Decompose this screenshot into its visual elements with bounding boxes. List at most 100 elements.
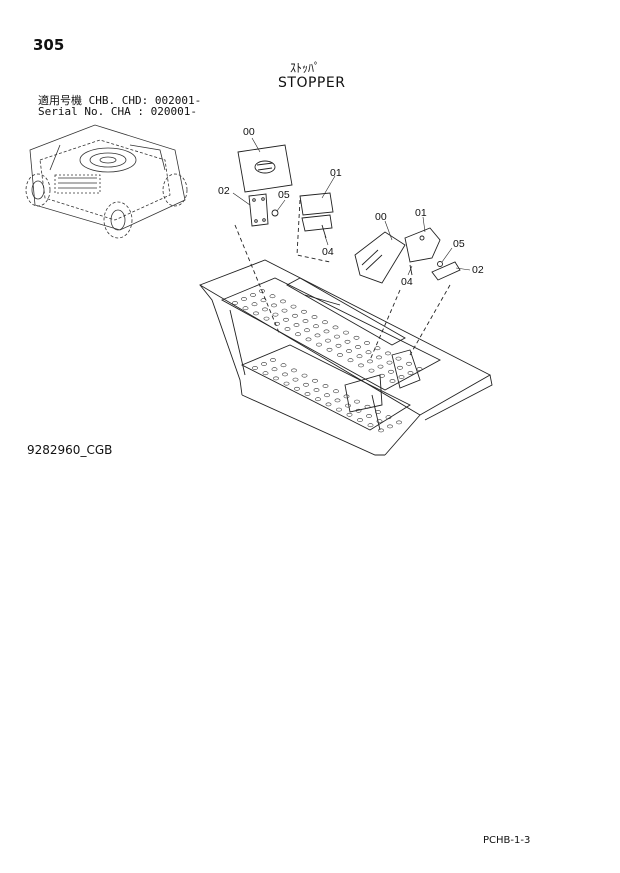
callout-right-00: 00 [375,211,387,223]
perforation-hole [315,397,321,402]
perforation-hole [386,360,393,365]
perforation-hole [280,299,286,304]
perforation-hole [280,363,287,368]
callout-left-04: 04 [322,246,334,258]
stopper-parts-left [234,144,334,336]
perforation-hole [344,339,351,344]
step-frame-assembly [198,259,493,456]
title-english: STOPPER [278,75,346,91]
perforation-hole [262,307,268,312]
perforation-hole [337,353,343,357]
perforation-hole [250,293,256,297]
perforation-hole [232,301,238,305]
perforation-hole [262,371,269,376]
perforation-hole [295,332,301,337]
perforation-hole [343,394,350,399]
perforation-hole [376,419,383,424]
perforation-hole [312,378,318,383]
perforation-hole [333,389,339,394]
leader-lines [232,137,471,276]
perforation-hole [270,358,276,362]
perforation-hole [324,393,330,398]
perforation-hole [242,306,249,311]
perforation-hole [251,302,258,307]
deck-perforations [232,289,423,433]
perforation-hole [364,341,370,345]
perforation-hole [355,408,362,413]
perforation-hole [343,330,349,335]
perforation-hole [398,375,405,379]
perforation-hole [291,368,297,373]
callout-right-04: 04 [401,276,413,288]
perforation-hole [379,373,385,378]
perforation-hole [273,376,279,381]
perforation-hole [325,338,331,343]
perforation-hole [353,335,360,340]
perforation-hole [387,424,393,429]
perforation-hole [323,329,330,334]
perforation-hole [316,342,322,347]
perforation-hole [345,403,351,408]
perforation-hole [346,412,353,417]
perforation-hole [271,303,277,308]
perforation-hole [294,386,300,391]
callout-right-05: 05 [453,238,465,250]
perforation-hole [281,308,288,313]
perforation-hole [274,321,280,326]
perforation-hole [292,377,299,382]
callout-right-02: 02 [472,264,484,276]
perforation-hole [252,366,258,370]
perforation-hole [326,347,333,352]
callout-left-00: 00 [243,126,255,138]
perforation-hole [325,402,332,407]
machine-overview-illustration [25,124,188,239]
perforation-hole [407,371,414,375]
perforation-hole [377,364,384,369]
perforation-hole [334,398,341,403]
perforation-hole [334,334,340,339]
perforation-hole [336,407,342,412]
perforation-hole [259,289,265,293]
perforation-hole [388,369,394,374]
perforation-hole [261,362,267,366]
perforation-hole [290,304,297,309]
perforation-hole [354,399,360,404]
perforation-hole [303,382,309,387]
applicability-line-1: 適用号機 CHB. CHD: 002001- [38,94,202,107]
perforation-hole [365,350,372,355]
perforation-hole [283,317,289,322]
perforation-hole [304,328,310,333]
perforation-hole [378,428,384,433]
perforation-hole [385,351,391,356]
applicability-line-2: Serial No. CHA : 020001- [38,105,197,118]
perforation-hole [358,363,364,368]
callout-left-01: 01 [330,167,342,179]
title-japanese: ｽﾄｯﾊﾟ [290,61,321,75]
perforation-hole [356,354,363,359]
perforation-hole [416,367,423,371]
perforation-hole [271,367,278,372]
footer-code: PCHB-1-3 [483,835,531,846]
perforation-hole [367,423,374,428]
perforation-hole [253,311,259,316]
callout-left-02: 02 [218,185,230,197]
perforation-hole [302,319,309,323]
perforation-hole [322,384,329,388]
perforation-hole [395,356,402,361]
perforation-hole [282,372,288,377]
perforation-hole [272,312,279,317]
perforation-hole [313,388,320,392]
perforation-hole [397,365,403,370]
perforation-hole [367,359,373,364]
callout-left-05: 05 [278,189,290,201]
callout-right-01: 01 [415,207,427,219]
perforation-hole [304,392,311,396]
perforation-hole [322,320,328,325]
perforation-hole [347,358,354,363]
perforation-hole [375,410,381,414]
perforation-hole [368,368,375,373]
perforation-hole [346,349,352,353]
perforation-hole [301,373,308,378]
perforation-hole [335,343,342,348]
